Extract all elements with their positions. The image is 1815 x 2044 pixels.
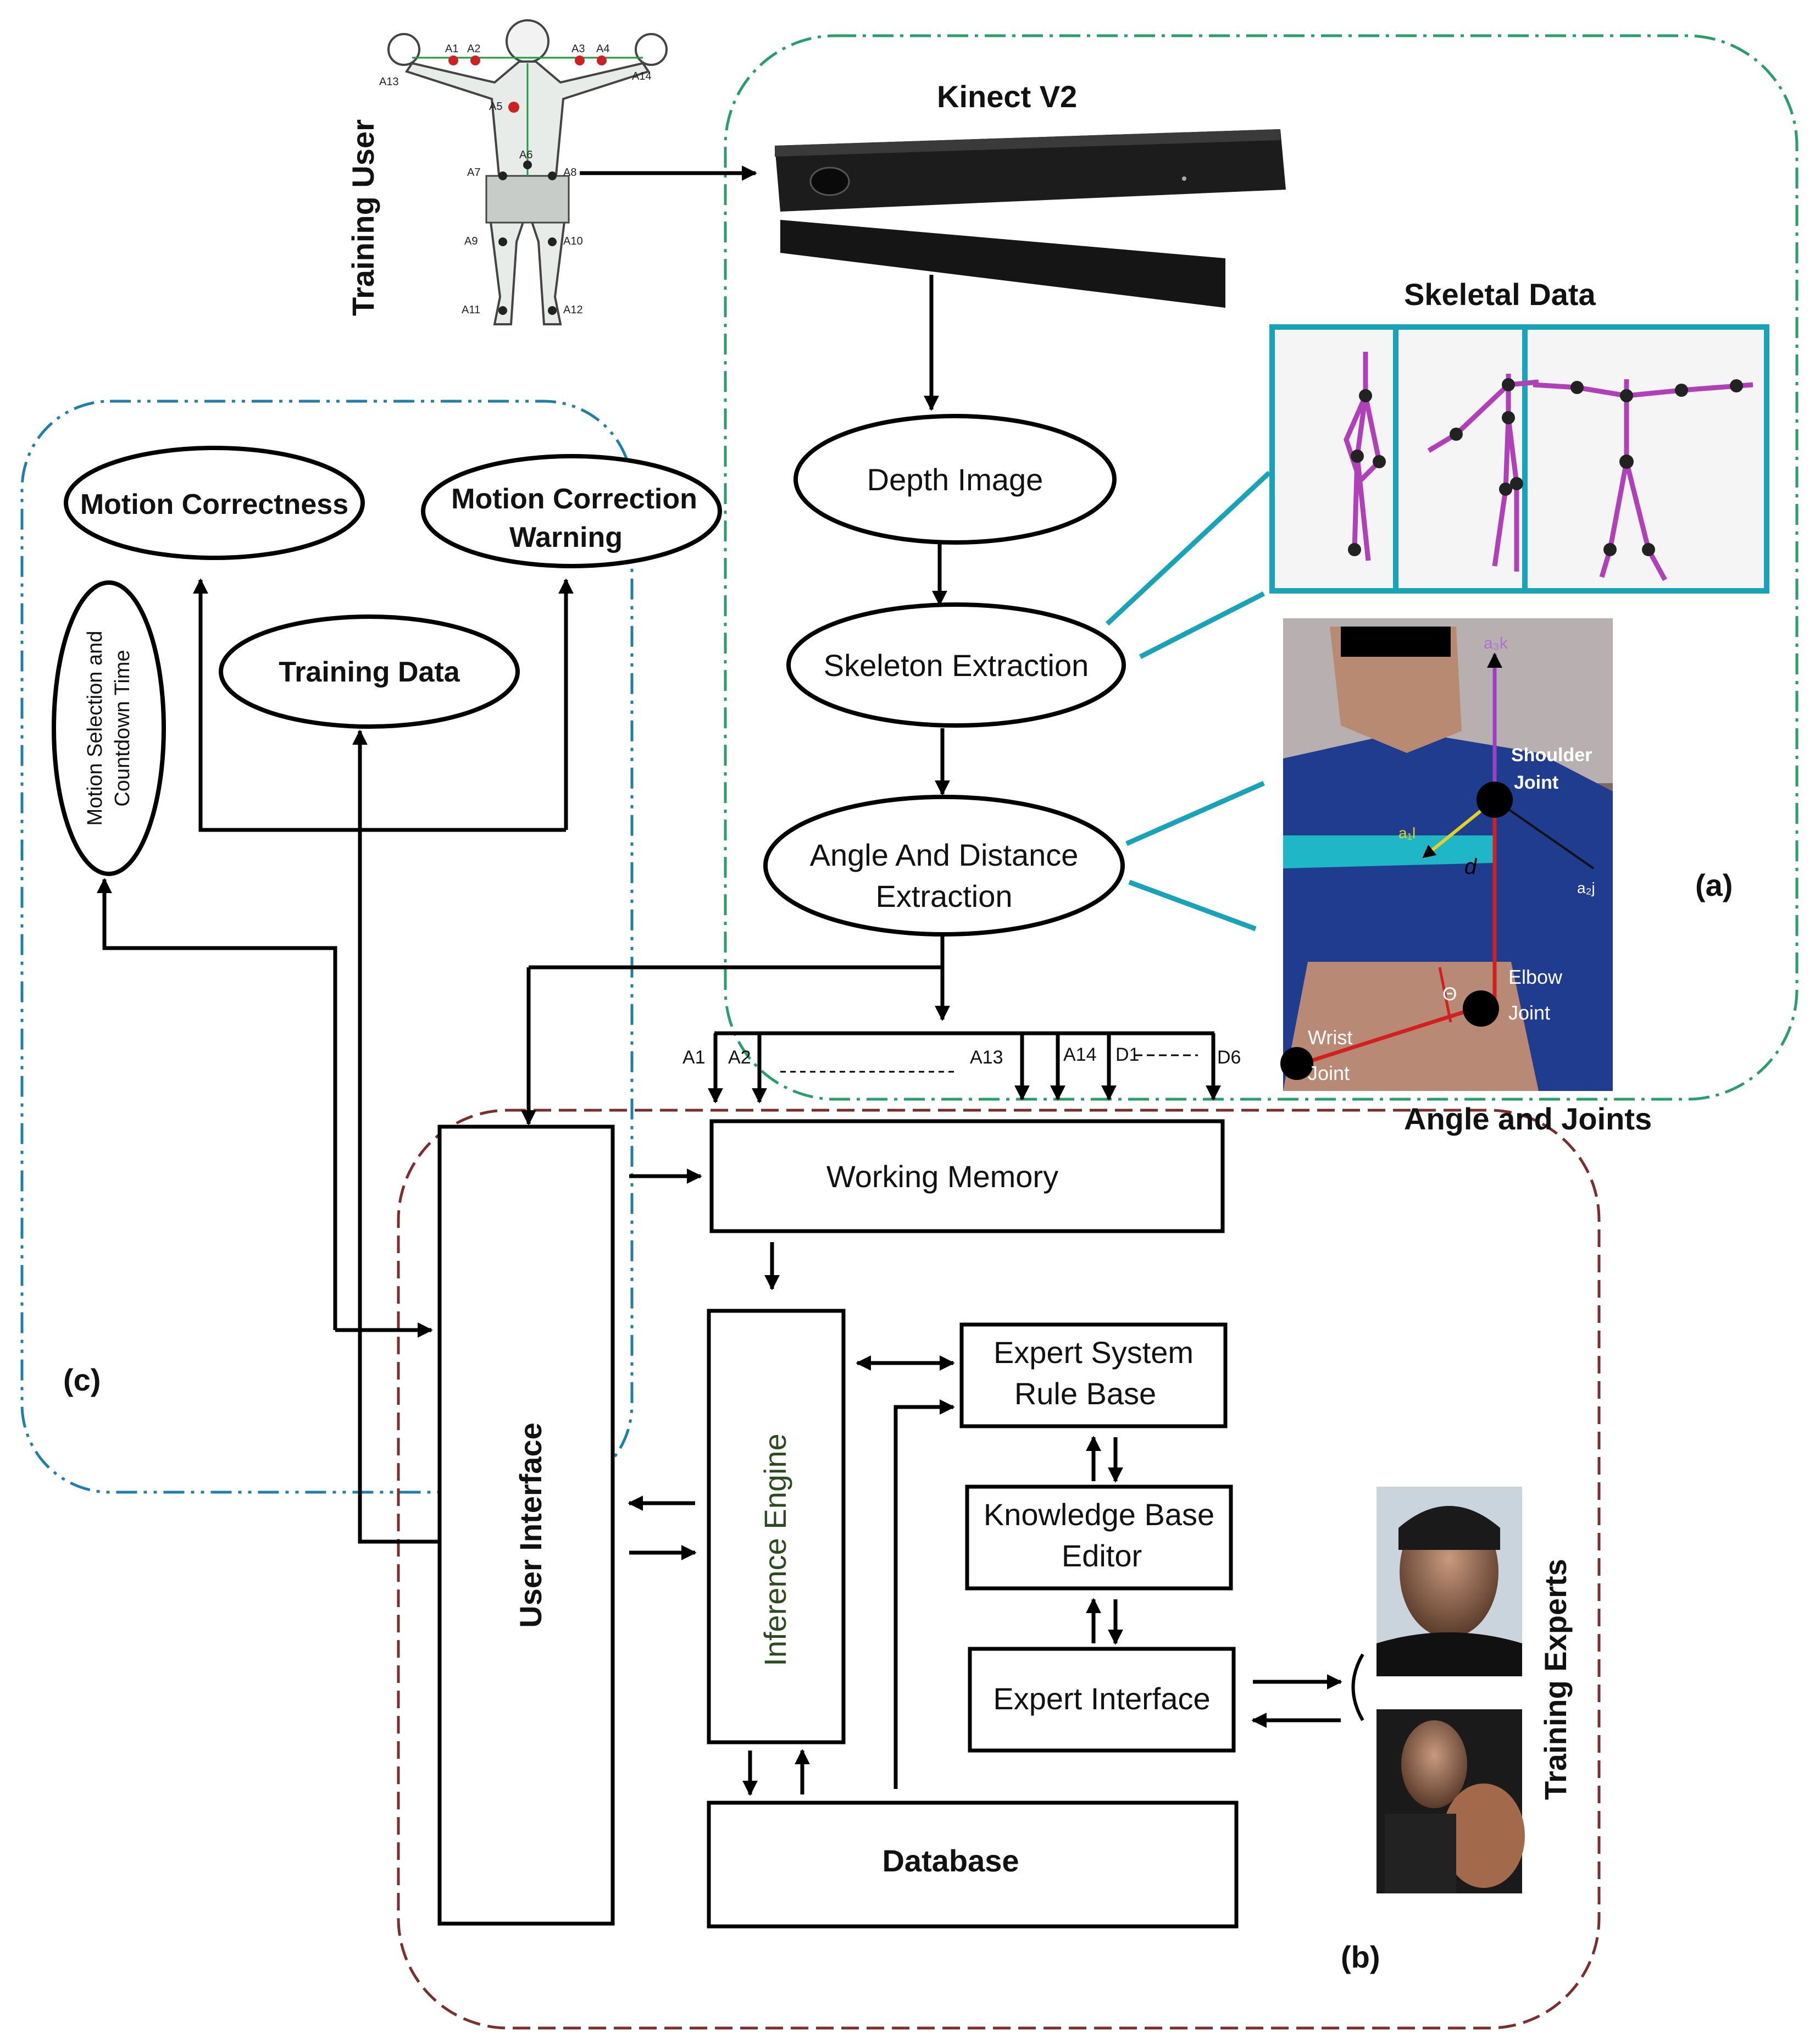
skeletal-data-panel bbox=[1269, 324, 1769, 594]
edge-ui-to-selection bbox=[97, 878, 337, 1330]
motion-selection-node bbox=[52, 580, 166, 876]
angle-joints-title: Angle and Joints bbox=[1404, 1101, 1652, 1136]
training-data-label: Training Data bbox=[279, 656, 460, 688]
joint-label-wrist-1: Wrist bbox=[1308, 1026, 1352, 1049]
training-experts-label: Training Experts bbox=[1538, 1559, 1573, 1800]
joint-label-elbow-2: Joint bbox=[1508, 1001, 1550, 1024]
training-data-node bbox=[219, 614, 520, 729]
rule-base-label-2: Rule Base bbox=[1014, 1376, 1156, 1411]
body-label-a1: A1 bbox=[445, 43, 458, 55]
body-label-a2: A2 bbox=[467, 43, 480, 55]
body-label-a14: A14 bbox=[632, 70, 652, 82]
bus-label-d1: D1 bbox=[1115, 1044, 1139, 1065]
kb-editor-label-2: Editor bbox=[1062, 1538, 1142, 1573]
body-label-a3: A3 bbox=[571, 43, 585, 55]
user-interface-box bbox=[437, 1125, 615, 1926]
region-a-label: (a) bbox=[1695, 868, 1733, 902]
inference-engine-box bbox=[707, 1309, 846, 1744]
region-a-boundary bbox=[724, 34, 1799, 1101]
body-label-a6: A6 bbox=[519, 149, 532, 161]
kb-editor-label-1: Knowledge Base bbox=[984, 1497, 1214, 1532]
depth-image-node bbox=[793, 414, 1117, 545]
bus-label-a1: A1 bbox=[682, 1047, 706, 1068]
training-expert-photo-1 bbox=[1376, 1487, 1522, 1676]
edge-database-to-rulebase bbox=[893, 1399, 955, 1789]
joint-label-a3k: a₃k bbox=[1484, 634, 1508, 652]
bus-label-d6: D6 bbox=[1217, 1047, 1241, 1068]
body-label-a9: A9 bbox=[464, 235, 478, 247]
callout-line-joints-2 bbox=[1128, 879, 1257, 932]
joint-label-elbow-1: Elbow bbox=[1508, 966, 1563, 988]
edge-loop-to-correctness bbox=[193, 578, 566, 832]
body-label-a10: A10 bbox=[563, 235, 583, 247]
joint-label-alpha: a₁l bbox=[1398, 824, 1416, 841]
joint-label-a2j: a₂j bbox=[1577, 879, 1595, 896]
kb-editor-box bbox=[965, 1484, 1233, 1591]
experts-brace bbox=[1351, 1653, 1364, 1721]
rule-base-box bbox=[959, 1322, 1228, 1428]
motion-selection-label-1: Motion Selection and bbox=[84, 631, 107, 826]
training-user-label: Training User bbox=[346, 119, 380, 316]
database-box bbox=[707, 1801, 1239, 1929]
kinect-title: Kinect V2 bbox=[937, 79, 1077, 114]
expert-interface-label: Expert Interface bbox=[993, 1681, 1210, 1716]
body-label-a11: A11 bbox=[462, 304, 480, 316]
joint-label-theta: Θ bbox=[1442, 984, 1457, 1005]
motion-warning-node bbox=[421, 454, 722, 568]
training-expert-photo-2 bbox=[1376, 1709, 1525, 1893]
angle-distance-label-1: Angle And Distance bbox=[810, 838, 1079, 872]
bus-label-a2: A2 bbox=[728, 1047, 751, 1068]
edge-ui-to-training-data bbox=[352, 729, 440, 1544]
callout-line-joints-1 bbox=[1125, 780, 1265, 846]
callout-line-skeletal-2 bbox=[1139, 591, 1265, 660]
skeletal-data-title: Skeletal Data bbox=[1404, 277, 1596, 312]
body-label-a7: A7 bbox=[467, 167, 480, 179]
motion-correctness-label: Motion Correctness bbox=[80, 489, 348, 520]
body-label-a13: A13 bbox=[379, 76, 399, 88]
callout-line-skeletal-1 bbox=[1105, 470, 1272, 626]
region-c-label: (c) bbox=[63, 1362, 101, 1397]
joint-label-shoulder-2: Joint bbox=[1514, 772, 1558, 793]
joint-label-wrist-2: Joint bbox=[1308, 1062, 1350, 1084]
bus-label-a14: A14 bbox=[1063, 1044, 1097, 1065]
angle-distance-label-2: Extraction bbox=[876, 879, 1013, 913]
body-label-a4: A4 bbox=[596, 43, 609, 55]
skeleton-extraction-label: Skeleton Extraction bbox=[824, 648, 1089, 683]
expert-interface-box bbox=[968, 1647, 1236, 1753]
motion-correctness-node bbox=[64, 446, 365, 560]
working-memory-box bbox=[709, 1119, 1225, 1233]
body-label-a8: A8 bbox=[563, 167, 576, 179]
angle-joints-photo: a₃k Shoulder Joint a₁l d a₂j Elbow Joint… bbox=[1280, 618, 1613, 1091]
rule-base-label-1: Expert System bbox=[993, 1335, 1194, 1370]
body-label-a5: A5 bbox=[489, 101, 502, 113]
joint-label-d: d bbox=[1464, 855, 1478, 879]
inference-engine-label: Inference Engine bbox=[758, 1433, 792, 1666]
user-interface-label: User Interface bbox=[513, 1422, 548, 1628]
motion-selection-label-2: Countdown Time bbox=[111, 650, 134, 806]
region-b-label: (b) bbox=[1341, 1940, 1380, 1974]
kinect-sensor-image bbox=[775, 129, 1286, 308]
depth-image-label: Depth Image bbox=[867, 462, 1044, 497]
joint-label-shoulder-1: Shoulder bbox=[1511, 745, 1592, 766]
database-label: Database bbox=[882, 1843, 1019, 1878]
motion-warning-label-2: Warning bbox=[509, 522, 623, 553]
body-label-a12: A12 bbox=[563, 304, 583, 316]
region-c-boundary bbox=[20, 400, 634, 1494]
motion-warning-label-1: Motion Correction bbox=[451, 483, 697, 515]
working-memory-label: Working Memory bbox=[826, 1159, 1058, 1194]
bus-label-a13: A13 bbox=[970, 1047, 1003, 1068]
region-b-boundary bbox=[397, 1109, 1601, 2030]
training-user-body-figure: A1 A2 A3 A4 A5 A6 A7 A8 A9 A10 A11 A12 A… bbox=[379, 19, 668, 325]
skeleton-extraction-node bbox=[786, 602, 1126, 728]
